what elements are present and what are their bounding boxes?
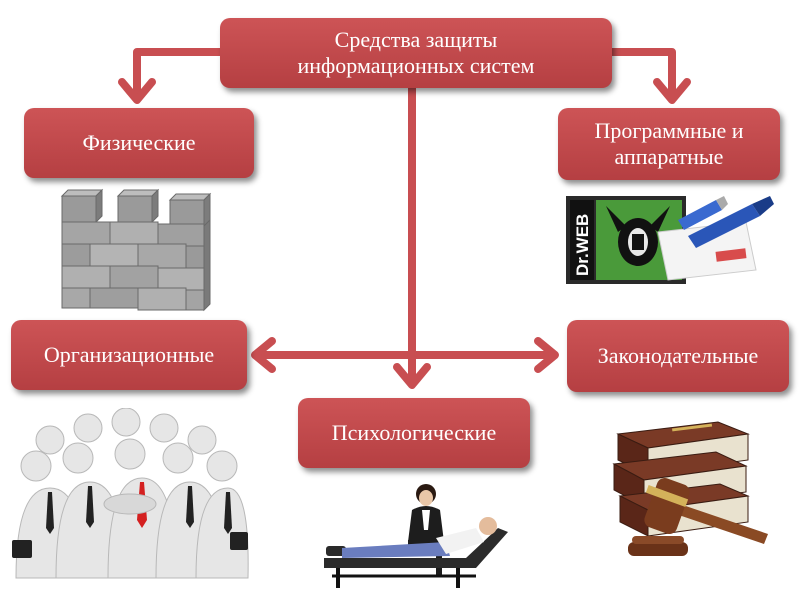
node-physical: Физические (24, 108, 254, 178)
node-legislative: Законодательные (567, 320, 789, 392)
law-books-gavel-image (612, 421, 768, 556)
brick-wall-image (60, 188, 212, 312)
psychologist-session-image (324, 484, 508, 588)
node-psychological: Психологические (298, 398, 530, 468)
node-organizational-label: Организационные (43, 341, 215, 367)
team-people-image (12, 408, 249, 579)
node-software-line2: аппаратные (614, 144, 724, 169)
drweb-logo-text: Dr.WEB (573, 214, 592, 276)
node-organizational: Организационные (11, 320, 247, 390)
node-physical-label: Физические (82, 129, 196, 155)
antivirus-usb-image: Dr.WEB (566, 196, 774, 284)
root-node-line1: Средства защиты (334, 26, 498, 52)
node-psychological-label: Психологические (331, 419, 497, 445)
node-legislative-label: Законодательные (597, 342, 759, 368)
node-software-line1: Программные и (594, 117, 744, 143)
root-node-line2: информационных систем (297, 53, 535, 78)
node-software-hardware: Программные и аппаратные (558, 108, 780, 180)
root-node: Средства защиты информационных систем (220, 18, 612, 88)
